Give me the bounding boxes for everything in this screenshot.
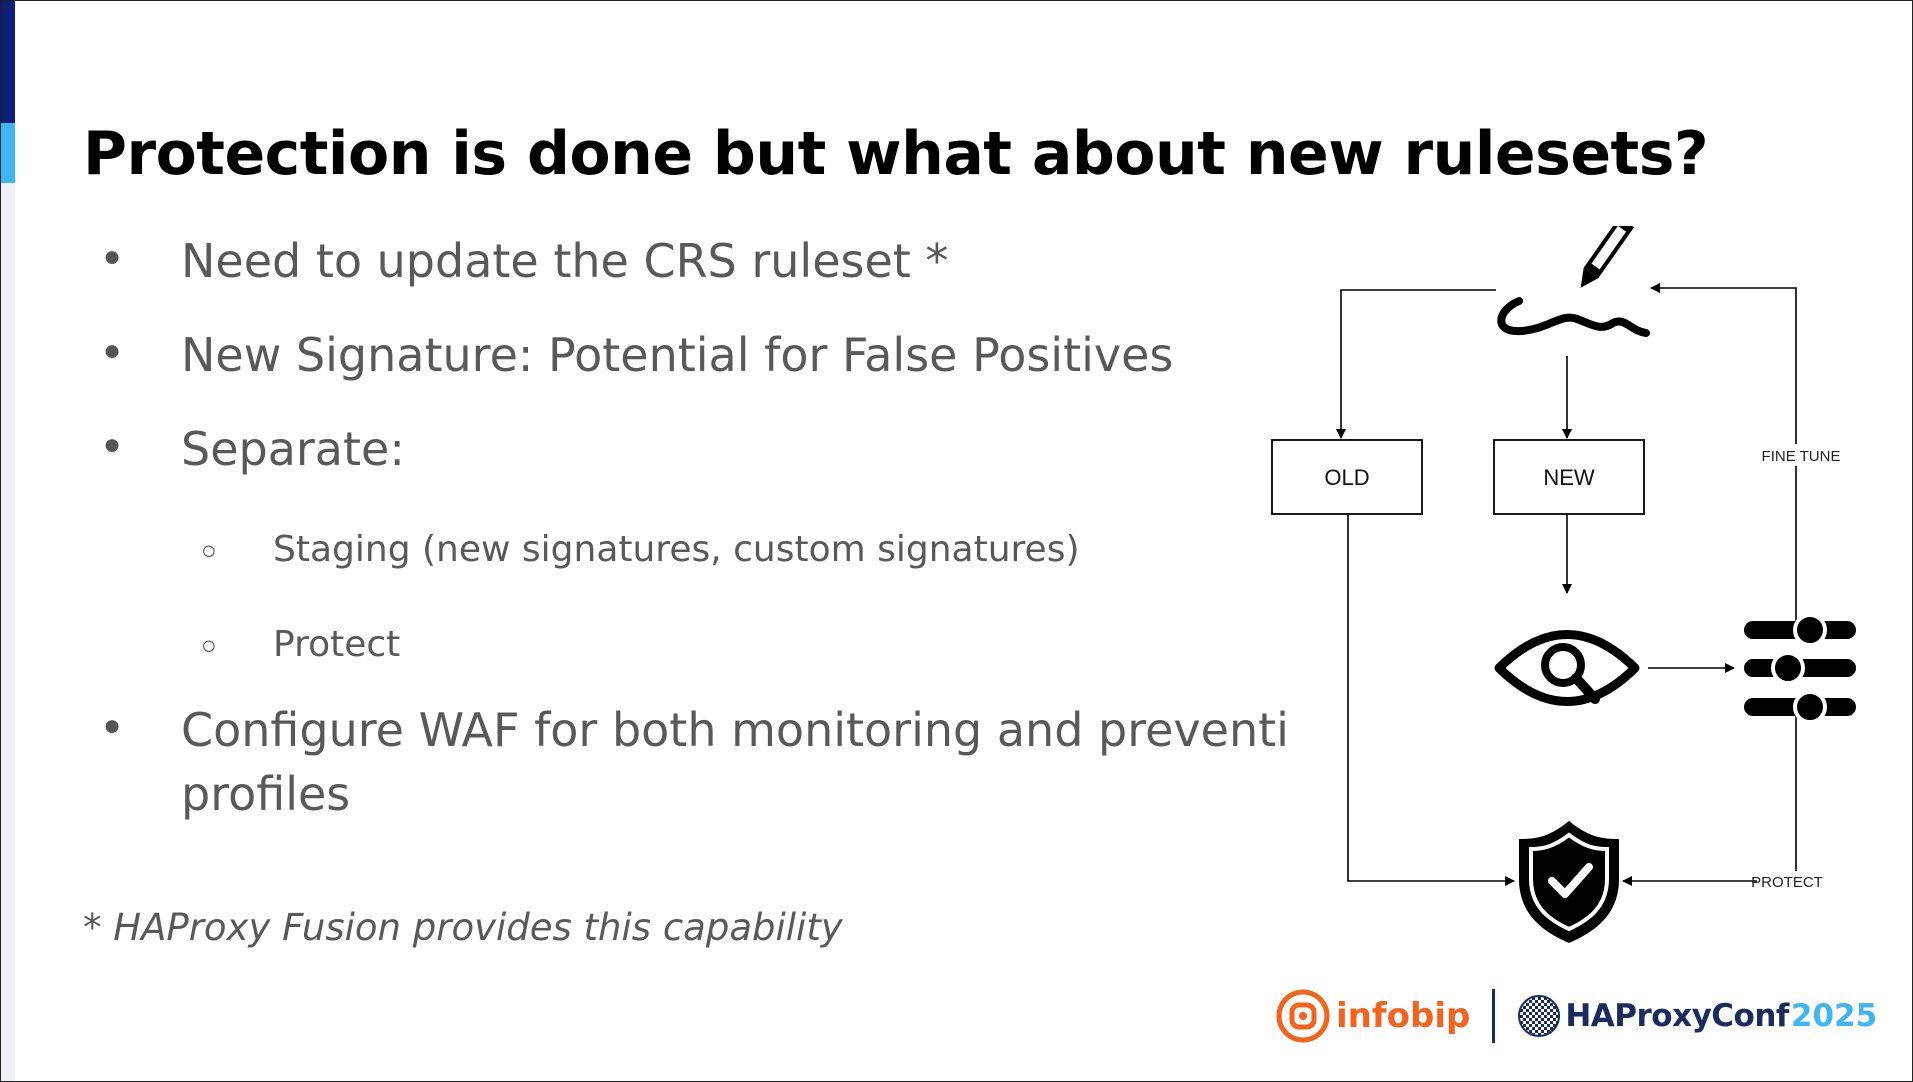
arrow-protect-to-shield (1622, 711, 1797, 886)
bullet-item: ● Configure WAF for both monitoring and … (101, 698, 1361, 826)
bullet-item: ● Need to update the CRS ruleset * (101, 229, 948, 293)
infobip-logo: infobip (1276, 989, 1470, 1043)
protect-label: PROTECT (1751, 874, 1823, 891)
sub-bullet-text: Staging (new signatures, custom signatur… (273, 529, 1080, 570)
shield-check-icon (1519, 821, 1619, 943)
box-new-label: NEW (1543, 465, 1595, 490)
bullet-text: Configure WAF for both monitoring and pr… (181, 703, 1289, 757)
bullet-item: ● New Signature: Potential for False Pos… (101, 323, 1173, 387)
arrow-to-old (1336, 289, 1496, 439)
sub-bullet-item: ○ Staging (new signatures, custom signat… (201, 528, 1080, 572)
bullet-glyph: ● (103, 709, 122, 742)
pencil-signature-icon (1497, 226, 1650, 337)
eye-search-icon (1494, 630, 1640, 706)
box-new: NEW (1493, 439, 1645, 515)
box-old: OLD (1271, 439, 1423, 515)
sub-bullet-glyph: ○ (201, 630, 217, 660)
bullet-text: Separate: (181, 422, 405, 476)
haproxyconf-year: 2025 (1790, 998, 1878, 1034)
arrow-old-to-shield (1347, 513, 1515, 886)
sub-bullet-text: Protect (273, 624, 401, 665)
bullet-glyph: ● (103, 240, 122, 273)
accent-bar-dark (1, 1, 15, 123)
accent-strip (1, 1, 15, 1081)
infobip-wordmark: infobip (1336, 996, 1471, 1036)
bullet-text: New Signature: Potential for False Posit… (181, 328, 1174, 382)
connectors (1336, 283, 1797, 886)
bullet-text-continuation: profiles (181, 767, 351, 821)
slide-title: Protection is done but what about new ru… (83, 119, 1709, 189)
bullet-item: ● Separate: (101, 417, 405, 481)
bullet-text-wrap: Configure WAF for both monitoring and pr… (181, 698, 1361, 826)
bullet-glyph: ● (103, 428, 122, 461)
infobip-logo-icon (1276, 989, 1330, 1043)
bullet-text: Need to update the CRS ruleset * (181, 234, 949, 288)
haproxyconf-wordmark: HAProxyConf (1565, 998, 1789, 1034)
sliders-icon (1744, 613, 1856, 724)
fine-tune-label: FINE TUNE (1762, 448, 1841, 465)
bullet-glyph: ● (103, 334, 122, 367)
accent-bar-light (1, 123, 15, 183)
haproxy-globe-icon (1518, 995, 1561, 1037)
footnote: * HAProxy Fusion provides this capabilit… (83, 906, 843, 949)
workflow-diagram: OLD NEW FINE TUNE PROTECT (1271, 226, 1856, 943)
sub-bullet-item: ○ Protect (201, 623, 400, 667)
logo-divider (1492, 989, 1496, 1043)
arrow-fine-tune-loop (1650, 283, 1797, 629)
box-old-label: OLD (1324, 465, 1369, 490)
footer-logos: infobip HAProxyConf 2025 (1276, 986, 1877, 1046)
haproxyconf-logo: HAProxyConf 2025 (1517, 994, 1877, 1038)
sub-bullet-glyph: ○ (201, 535, 217, 565)
